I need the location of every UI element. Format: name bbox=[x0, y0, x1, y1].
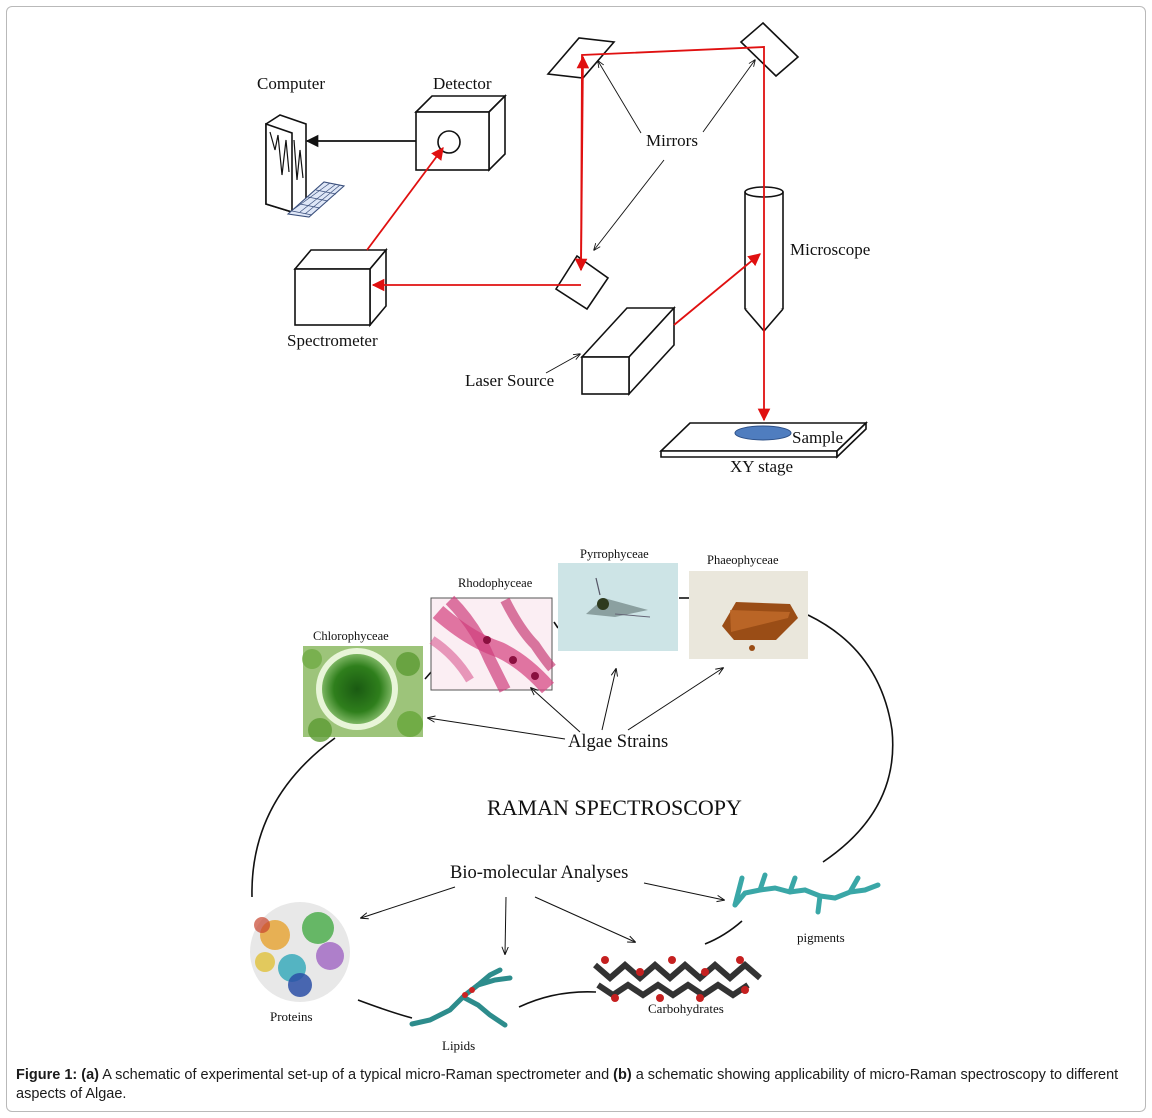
label-laser-source: Laser Source bbox=[465, 371, 554, 390]
figure-frame bbox=[6, 6, 1146, 1112]
lipid-structure-image bbox=[409, 967, 513, 1028]
caption-part-a: (a) bbox=[81, 1067, 99, 1083]
protein-structure-image bbox=[250, 902, 350, 1002]
label-spectrometer: Spectrometer bbox=[287, 331, 378, 350]
label-detector: Detector bbox=[433, 74, 492, 93]
mirror-bottom bbox=[554, 254, 610, 311]
rhodophyceae-image bbox=[429, 595, 556, 694]
title-raman-spectroscopy: RAMAN SPECTROSCOPY bbox=[487, 795, 742, 820]
label-phaeophyceae: Phaeophyceae bbox=[707, 553, 779, 567]
laser-source-icon bbox=[580, 305, 676, 397]
detector-icon bbox=[414, 94, 507, 172]
phaeophyceae-image bbox=[689, 571, 808, 659]
algae-strain-arrows bbox=[428, 668, 723, 740]
caption-part-b: (b) bbox=[613, 1067, 632, 1083]
label-lipids: Lipids bbox=[442, 1038, 475, 1053]
panel-a-setup bbox=[265, 21, 868, 459]
label-pyrrophyceae: Pyrrophyceae bbox=[580, 547, 649, 561]
label-xy-stage: XY stage bbox=[730, 457, 793, 476]
sample-spot bbox=[734, 425, 792, 441]
caption-text-a: A schematic of experimental set-up of a … bbox=[99, 1067, 614, 1083]
caption-figure-label: Figure 1: bbox=[16, 1067, 78, 1083]
carbohydrate-structure-image bbox=[593, 956, 762, 1002]
mirrors-pointers bbox=[545, 60, 755, 374]
label-bio-molecular-analyses: Bio-molecular Analyses bbox=[450, 863, 628, 883]
label-computer: Computer bbox=[257, 74, 325, 93]
label-rhodophyceae: Rhodophyceae bbox=[458, 576, 533, 590]
pigment-structure-image bbox=[732, 872, 881, 915]
label-sample: Sample bbox=[792, 428, 843, 447]
spectrometer-icon bbox=[293, 247, 388, 328]
label-algae-strains: Algae Strains bbox=[568, 732, 668, 752]
analysis-arrows bbox=[361, 882, 724, 954]
laser-beam-path bbox=[366, 46, 771, 422]
pyrrophyceae-image bbox=[558, 563, 678, 651]
chlorophyceae-image bbox=[302, 646, 423, 742]
label-microscope: Microscope bbox=[790, 240, 870, 259]
computer-icon bbox=[265, 114, 346, 218]
label-chlorophyceae: Chlorophyceae bbox=[313, 629, 389, 643]
figure-caption: Figure 1: (a) A schematic of experimenta… bbox=[16, 1066, 1136, 1104]
caption-text-b: a schematic showing applicability of mic… bbox=[16, 1067, 1119, 1102]
cycle-curves bbox=[251, 597, 894, 1019]
label-carbohydrates: Carbohydrates bbox=[648, 1001, 724, 1016]
label-proteins: Proteins bbox=[270, 1009, 313, 1024]
label-pigments: pigments bbox=[797, 930, 845, 945]
label-mirrors: Mirrors bbox=[646, 131, 698, 150]
